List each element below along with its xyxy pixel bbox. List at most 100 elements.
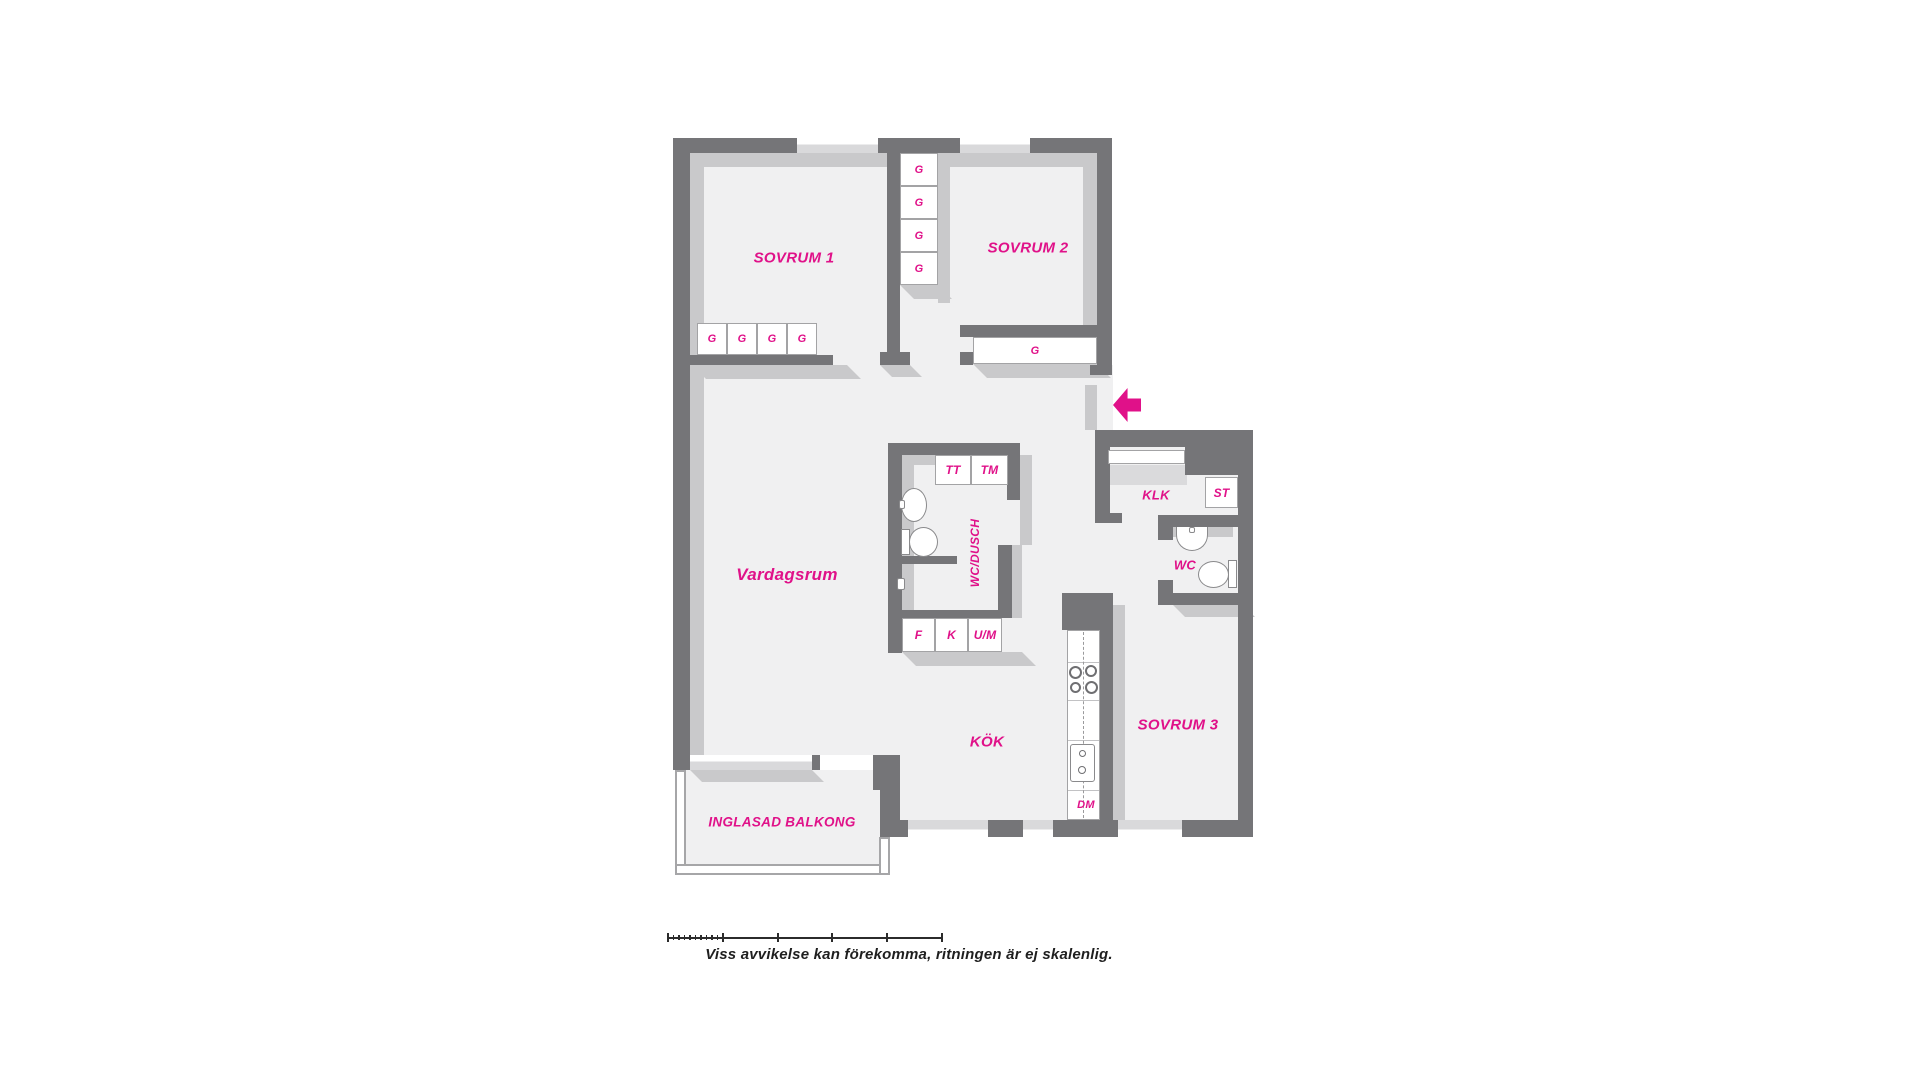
room-label-balkong: INGLASAD BALKONG xyxy=(708,814,856,830)
window-kitchen xyxy=(908,820,988,837)
scale-minor-tick xyxy=(700,934,702,940)
sink-tap xyxy=(1189,527,1195,533)
toilet-icon xyxy=(1198,561,1229,588)
freezer-unit: F xyxy=(902,618,935,652)
outer-wall-top xyxy=(673,138,1112,153)
wall-bath-inner xyxy=(998,545,1012,615)
kitchen-sink-faucet xyxy=(1078,766,1086,774)
toilet-icon xyxy=(909,527,938,557)
washer-unit: TM xyxy=(971,455,1008,485)
wall-sovrum2-closet-top xyxy=(960,325,1097,337)
stove-burner-icon xyxy=(1070,682,1081,693)
floor-balcony xyxy=(685,770,880,865)
scale-major-tick xyxy=(776,932,779,942)
wardrobe-cabinet-wide: G xyxy=(973,337,1097,364)
outer-wall-left xyxy=(673,138,690,770)
shadow xyxy=(1113,605,1125,820)
room-label-sovrum1: SOVRUM 1 xyxy=(753,249,835,267)
scale-major-tick xyxy=(667,932,669,942)
shadow xyxy=(1085,385,1097,430)
wardrobe-cabinet: G xyxy=(900,252,938,285)
room-label-wc-dusch: WC/DUSCH xyxy=(968,518,982,588)
shower-drain-icon xyxy=(897,578,905,590)
shadow xyxy=(692,365,861,379)
scale-minor-tick xyxy=(694,934,697,940)
outer-wall-right xyxy=(1238,430,1253,837)
entry-arrow-icon xyxy=(1113,388,1141,422)
balcony-glazing-right xyxy=(879,837,890,875)
shadow xyxy=(690,770,824,782)
room-label-wc: WC xyxy=(1173,557,1197,573)
window-kitchen-2 xyxy=(1023,820,1053,837)
wall-balcony-column xyxy=(873,755,900,790)
scale-major-tick xyxy=(941,932,943,942)
shadow xyxy=(1012,545,1022,618)
wardrobe-cabinet: G xyxy=(697,323,727,355)
scale-bar xyxy=(667,929,943,945)
scale-major-tick xyxy=(886,932,889,942)
wall-klk-left xyxy=(1095,430,1110,515)
shadow xyxy=(1020,455,1032,545)
scale-minor-tick xyxy=(716,934,719,940)
door-swing-shadow xyxy=(1110,465,1187,485)
wall-klk-left-foot xyxy=(1095,513,1122,523)
room-label-klk: KLK xyxy=(1142,487,1170,503)
scale-minor-tick xyxy=(711,934,713,940)
counter-centerline xyxy=(1083,632,1084,818)
wall-sovrum2-right xyxy=(1097,138,1112,375)
wall-sovrum2-closet-stub xyxy=(960,352,973,365)
wall-balcony-column-lower xyxy=(880,790,900,837)
fridge-unit: K xyxy=(935,618,968,652)
wardrobe-cabinet: G xyxy=(900,219,938,252)
scale-major-tick xyxy=(831,932,834,942)
cleaning-closet: ST xyxy=(1205,477,1238,508)
scale-bar-line xyxy=(668,937,942,939)
wall-wc-top xyxy=(1158,515,1253,527)
wardrobe-cabinet: G xyxy=(900,186,938,219)
wall-wc-top-stub xyxy=(1158,515,1173,540)
scale-minor-tick xyxy=(678,934,680,940)
wall-counter-right xyxy=(1100,630,1113,820)
window-sovrum3 xyxy=(1118,820,1182,837)
stove-burner-icon xyxy=(1085,681,1098,694)
shadow xyxy=(1083,153,1097,368)
room-label-sovrum2: SOVRUM 2 xyxy=(987,239,1069,257)
wall-counter-cap xyxy=(1062,593,1113,630)
room-label-kok: KÖK xyxy=(969,733,1005,751)
disclaimer-text: Viss avvikelse kan förekomma, ritningen … xyxy=(705,946,1113,963)
scale-minor-tick xyxy=(683,934,686,940)
scale-minor-tick xyxy=(689,934,691,940)
room-label-vardagsrum: Vardagsrum xyxy=(736,565,838,584)
wardrobe-cabinet: G xyxy=(727,323,757,355)
wall-sovrum1-bottom xyxy=(688,355,833,365)
dryer-unit: TT xyxy=(935,455,971,485)
wall-appliance-top xyxy=(902,610,1012,618)
shadow xyxy=(902,652,1036,666)
window-sovrum1 xyxy=(797,138,878,153)
scale-minor-tick xyxy=(672,934,675,940)
floor-sovrum3 xyxy=(1113,605,1238,820)
wardrobe-cabinet: G xyxy=(900,153,938,186)
wardrobe-cabinet: G xyxy=(787,323,817,355)
scale-minor-tick xyxy=(705,934,708,940)
sink-tap xyxy=(899,500,905,509)
stove-burner-icon xyxy=(1085,665,1097,677)
kitchen-sink-drain xyxy=(1079,750,1086,757)
toilet-tank xyxy=(1228,560,1237,588)
wardrobe-cabinet: G xyxy=(757,323,787,355)
appliance-label-dm: DM xyxy=(1077,799,1095,811)
balcony-glazing-bottom xyxy=(675,864,890,875)
room-label-sovrum3: SOVRUM 3 xyxy=(1137,716,1219,734)
stove-burner-icon xyxy=(1069,666,1082,679)
wall-wc-bottom xyxy=(1158,593,1253,605)
oven-micro-unit: U/M xyxy=(968,618,1002,652)
wall-bath-top xyxy=(888,443,1020,455)
entry-door-leaf xyxy=(1108,450,1185,464)
wall-sovrum2-right-foot xyxy=(1090,365,1112,375)
wall-wc-bottom-stub xyxy=(1158,580,1173,605)
window-sovrum2 xyxy=(960,138,1030,153)
wall-bath-right-upper xyxy=(1007,455,1020,500)
wall-entry-top xyxy=(1095,430,1253,447)
balcony-glazing-left xyxy=(675,770,686,875)
